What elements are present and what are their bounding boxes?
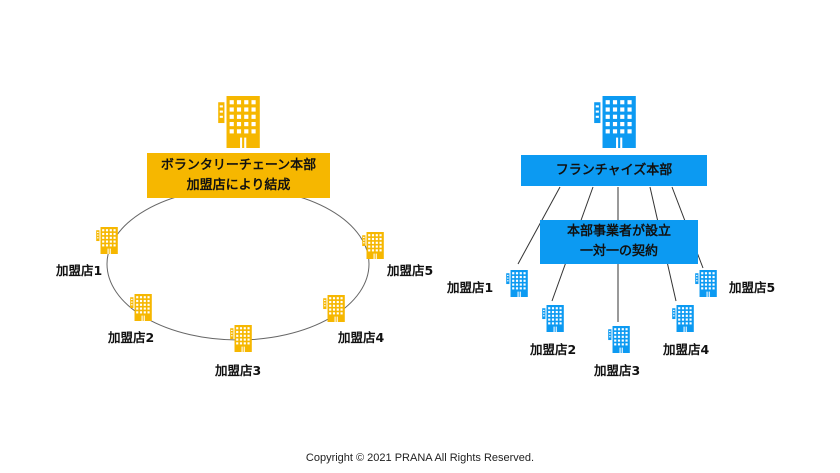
voluntary-store-4-icon	[323, 295, 345, 322]
voluntary-store-3-icon	[230, 325, 252, 352]
voluntary-store-1-icon	[96, 227, 118, 254]
franchise-store-1-label: 加盟店1	[447, 280, 494, 295]
franchise-line-1	[517, 186, 561, 265]
franchise-store-3-icon	[608, 326, 630, 353]
contract-title: 本部事業者が設立	[566, 224, 671, 239]
voluntary-hq-title: ボランタリーチェーン本部	[160, 157, 317, 173]
voluntary-store-2-icon	[130, 294, 152, 321]
voluntary-store-5-label: 加盟店5	[387, 263, 434, 278]
voluntary-store-3-label: 加盟店3	[215, 363, 262, 378]
voluntary-hq-box: ボランタリーチェーン本部 加盟店により結成	[147, 153, 330, 198]
voluntary-store-4-label: 加盟店4	[338, 330, 385, 345]
contract-subtitle: 一対一の契約	[579, 244, 658, 259]
franchise-hq-building-icon	[593, 96, 637, 148]
franchise-store-1-icon	[506, 270, 528, 297]
franchise-store-2-label: 加盟店2	[530, 342, 577, 357]
voluntary-store-1-label: 加盟店1	[56, 263, 103, 278]
voluntary-hq-building-icon	[217, 96, 261, 148]
contract-box: 本部事業者が設立 一対一の契約	[540, 220, 698, 264]
franchise-store-3-label: 加盟店3	[594, 363, 641, 378]
franchise-store-4-icon	[672, 305, 694, 332]
franchise-hq-box: フランチャイズ本部	[521, 155, 707, 186]
franchise-hq-title: フランチャイズ本部	[555, 162, 673, 178]
voluntary-hq-subtitle: 加盟店により結成	[186, 177, 291, 193]
franchise-store-2-icon	[542, 305, 564, 332]
franchise-store-5-icon	[695, 270, 717, 297]
franchise-store-4-label: 加盟店4	[663, 342, 710, 357]
voluntary-store-5-icon	[362, 232, 384, 259]
voluntary-store-2-label: 加盟店2	[108, 330, 155, 345]
franchise-store-5-label: 加盟店5	[729, 280, 776, 295]
copyright-footer: Copyright © 2021 PRANA All Rights Reserv…	[305, 452, 535, 464]
